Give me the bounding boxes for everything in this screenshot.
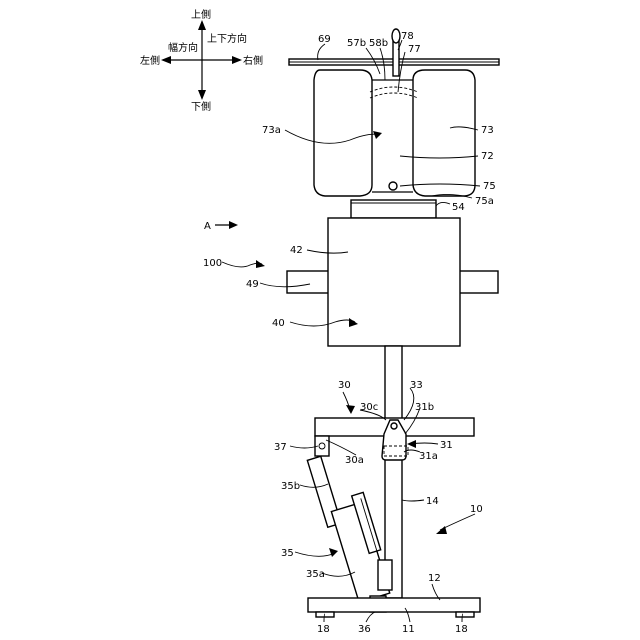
label-left: 左側 bbox=[140, 54, 160, 67]
label-right: 右側 bbox=[243, 54, 263, 67]
label-30: 30 bbox=[338, 380, 351, 391]
label-75a: 75a bbox=[475, 196, 494, 207]
label-100: 100 bbox=[203, 258, 222, 269]
label-30c: 30c bbox=[360, 402, 378, 413]
label-18-right: 18 bbox=[455, 624, 468, 635]
label-11: 11 bbox=[402, 624, 415, 635]
label-14: 14 bbox=[426, 496, 439, 507]
rod-78 bbox=[392, 29, 400, 76]
label-69: 69 bbox=[318, 34, 331, 45]
label-72: 72 bbox=[481, 151, 494, 162]
arrow-a: A bbox=[204, 221, 238, 232]
label-37: 37 bbox=[274, 442, 287, 453]
label-width-direction: 幅方向 bbox=[168, 41, 198, 54]
cushion-left bbox=[314, 70, 372, 196]
label-73: 73 bbox=[481, 125, 494, 136]
foot-left bbox=[316, 612, 334, 617]
label-42: 42 bbox=[290, 245, 303, 256]
label-77: 77 bbox=[408, 44, 421, 55]
label-58b: 58b bbox=[369, 38, 388, 49]
label-31: 31 bbox=[440, 440, 453, 451]
label-33: 33 bbox=[410, 380, 423, 391]
label-35b: 35b bbox=[281, 481, 300, 492]
foot-right bbox=[456, 612, 474, 617]
label-10: 10 bbox=[470, 504, 483, 515]
label-12: 12 bbox=[428, 573, 441, 584]
arrow-a-label: A bbox=[204, 221, 211, 232]
label-40: 40 bbox=[272, 318, 285, 329]
label-35: 35 bbox=[281, 548, 294, 559]
label-73a: 73a bbox=[262, 125, 281, 136]
body-box-42 bbox=[287, 218, 498, 346]
label-30a: 30a bbox=[345, 455, 364, 466]
label-35a: 35a bbox=[306, 569, 325, 580]
direction-compass: 上側 下側 左側 右側 幅方向 上下方向 bbox=[140, 8, 263, 113]
cushion-right bbox=[413, 70, 475, 196]
base-12 bbox=[308, 598, 480, 617]
label-31b: 31b bbox=[415, 402, 434, 413]
label-down: 下側 bbox=[191, 100, 211, 113]
label-18-left: 18 bbox=[317, 624, 330, 635]
label-up: 上側 bbox=[191, 8, 211, 21]
label-75: 75 bbox=[483, 181, 496, 192]
label-updown-direction: 上下方向 bbox=[207, 32, 247, 45]
label-36: 36 bbox=[358, 624, 371, 635]
knob-75 bbox=[389, 182, 397, 190]
label-57b: 57b bbox=[347, 38, 366, 49]
label-78: 78 bbox=[401, 31, 414, 42]
post-54 bbox=[351, 200, 436, 218]
label-49: 49 bbox=[246, 279, 259, 290]
label-54: 54 bbox=[452, 202, 465, 213]
label-31a: 31a bbox=[419, 451, 438, 462]
